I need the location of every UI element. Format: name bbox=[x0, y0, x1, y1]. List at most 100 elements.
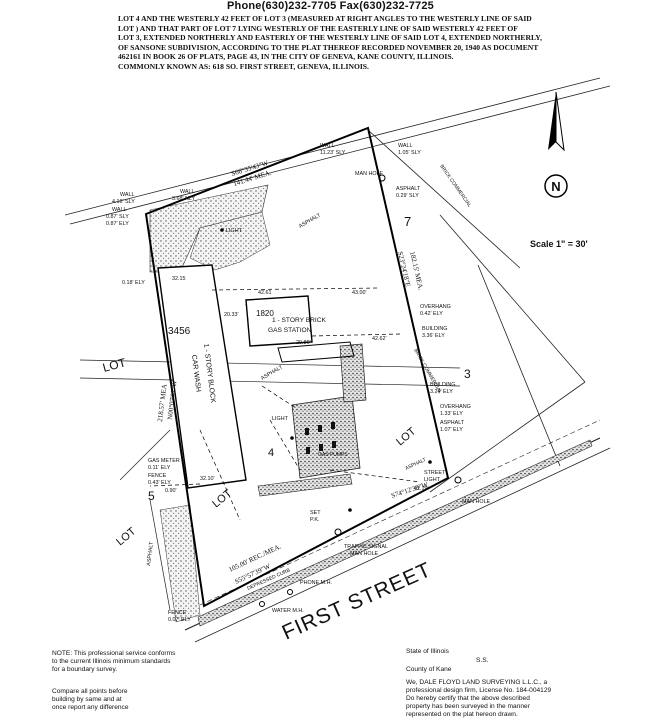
gas-pumps-label: GAS PUMPS bbox=[318, 452, 348, 458]
north-arrow-icon bbox=[544, 91, 568, 198]
dimension-label: 32.10' bbox=[200, 476, 215, 482]
wall-west-note: 0.18' ELY bbox=[122, 280, 145, 286]
car-wash-building bbox=[157, 264, 247, 489]
overhang-note: 1.33' ELY bbox=[440, 411, 463, 417]
fence-note: 0.07' ELY bbox=[168, 617, 191, 623]
dimension-label: 42.62' bbox=[372, 336, 387, 342]
certificate-body: We, DALE FLOYD LAND SURVEYING L.L.C., a … bbox=[406, 679, 551, 719]
note-line: NOTE: This professional service conforms bbox=[52, 650, 176, 657]
set-pk-label: P.K. bbox=[310, 517, 320, 523]
property-boundary bbox=[144, 126, 450, 608]
lot-label: LOT bbox=[114, 525, 138, 548]
car-wash-label: CAR WASH bbox=[190, 354, 202, 392]
certificate-line: property has been surveyed in the manner bbox=[406, 703, 530, 710]
building-label: BUILDING bbox=[422, 326, 447, 332]
phone-mh-label: PHONE M.H. bbox=[300, 580, 332, 586]
light-label: LIGHT bbox=[272, 416, 289, 422]
concrete-pad-pumps bbox=[291, 395, 361, 479]
legal-line: LOT 3, EXTENDED NORTHERLY AND EASTERLY O… bbox=[118, 33, 542, 43]
wall-note: 0.87' SLY bbox=[106, 214, 129, 220]
dimension-label: 0.90' bbox=[165, 488, 177, 494]
compare-note: Compare all points before building by sa… bbox=[52, 688, 129, 712]
dimension-label: 43.00' bbox=[352, 290, 367, 296]
legal-line: COMMONLY KNOWN AS: 618 SO. FIRST STREET,… bbox=[118, 61, 369, 71]
traffic-signal-label: TRAFFIC SIGNAL bbox=[344, 544, 388, 550]
dimension-label: 32.15 bbox=[172, 276, 186, 282]
wall-note: 11.23' SLY bbox=[320, 150, 346, 156]
light-label: LIGHT bbox=[226, 228, 243, 234]
gas-meter-label: GAS METER bbox=[148, 458, 180, 464]
contact-phone-fax: Phone(630)232-7705 Fax(630)232-7725 bbox=[227, 0, 434, 12]
ss-label: S.S. bbox=[476, 657, 489, 664]
professional-note: NOTE: This professional service conforms… bbox=[52, 650, 175, 674]
sw-asphalt bbox=[159, 504, 201, 623]
gas-station-canopy bbox=[277, 341, 355, 363]
dimension-label: 29.86' bbox=[296, 340, 311, 346]
wall-note: 0.87' ELY bbox=[106, 221, 129, 227]
dimension-label: 20.33' bbox=[224, 312, 239, 318]
building-label: BUILDING bbox=[430, 382, 455, 388]
gas-station-number: 1820 bbox=[256, 309, 274, 318]
island bbox=[339, 343, 367, 403]
asphalt-label: ASPHALT bbox=[298, 212, 323, 230]
overhang-label: OVERHANG bbox=[420, 304, 451, 310]
wall-note: 3.68' NLY bbox=[172, 196, 196, 202]
legal-line: LOT 4 AND THE WESTERLY 42 FEET OF LOT 3 … bbox=[118, 14, 532, 23]
asphalt-note: 0.29' SLY bbox=[396, 193, 419, 199]
legal-description: LOT 4 AND THE WESTERLY 42 FEET OF LOT 3 … bbox=[118, 14, 548, 72]
street-light-label: LIGHT bbox=[424, 477, 441, 483]
lot-5-number: 5 bbox=[148, 489, 155, 503]
fence-note: 0.43' ELY bbox=[148, 480, 171, 486]
lot-label: LOT bbox=[101, 355, 128, 375]
wall-label: WALL bbox=[180, 189, 194, 195]
lot-7-number: 7 bbox=[404, 214, 411, 229]
curb-strip bbox=[197, 439, 593, 627]
wall-label: WALL bbox=[398, 143, 412, 149]
asphalt-area-northeast bbox=[189, 211, 271, 271]
lot-4-number: 4 bbox=[268, 447, 274, 459]
lot-3-number: 3 bbox=[464, 367, 471, 381]
man-hole-markers bbox=[259, 174, 462, 607]
note-line: once report any difference bbox=[52, 704, 129, 711]
wall-note: 1.05' SLY bbox=[398, 150, 421, 156]
wall-label: WALL bbox=[112, 207, 126, 213]
legal-line: 462161 IN BOOK 26 OF PLATS, PAGE 43, IN … bbox=[118, 52, 454, 62]
fence-label: FENCE bbox=[148, 473, 167, 479]
overhang-note: 0.42' ELY bbox=[420, 311, 443, 317]
set-pk-label: SET bbox=[310, 510, 321, 516]
note-line: to the current Illinois minimum standard… bbox=[52, 658, 171, 665]
gas-station-label: GAS STATION bbox=[268, 327, 312, 334]
man-hole-label: MAN HOLE bbox=[355, 171, 384, 177]
dimension-label: 42.19' bbox=[414, 486, 429, 492]
gas-pumps bbox=[305, 422, 336, 454]
street-light-label: STREET bbox=[424, 470, 446, 476]
car-wash-number: 3456 bbox=[168, 326, 191, 337]
compass-letter: N bbox=[551, 179, 560, 194]
water-mh-label: WATER M.H. bbox=[272, 608, 304, 614]
wall-note: 4.16' SLY bbox=[112, 199, 135, 205]
dimension-lines bbox=[149, 287, 421, 521]
brick-commercial-label: BRICK COMMERCIAL bbox=[438, 164, 472, 209]
gas-station-building bbox=[245, 295, 313, 347]
wall-label: WALL bbox=[120, 192, 134, 198]
asphalt-label: ASPHALT bbox=[440, 420, 465, 426]
note-line: Compare all points before bbox=[52, 688, 128, 695]
asphalt-label: ASPHALT bbox=[260, 364, 285, 382]
building-note: 3.24' ELY bbox=[430, 389, 453, 395]
building-note: 3.36' ELY bbox=[422, 333, 445, 339]
note-line: for a boundary survey. bbox=[52, 666, 118, 673]
light-markers bbox=[220, 228, 432, 512]
certificate-line: represented on the plat hereon drawn. bbox=[406, 711, 518, 718]
legal-line: LOT ) AND THAT PART OF LOT 7 LYING WESTE… bbox=[118, 23, 518, 33]
legal-line: OF SANSONE SUBDIVISION, ACCORDING TO THE… bbox=[118, 42, 539, 52]
scale-label: Scale 1" = 30' bbox=[530, 239, 588, 249]
asphalt-label: ASPHALT bbox=[396, 186, 421, 192]
man-hole-label: MAN HOLE bbox=[462, 499, 491, 505]
fence-label: FENCE bbox=[168, 610, 187, 616]
lot-label: LOT bbox=[394, 425, 418, 448]
certificate-line: professional design firm, License No. 18… bbox=[406, 687, 552, 694]
lot-label: LOT bbox=[210, 487, 234, 510]
gas-station-label: 1 - STORY BRICK bbox=[272, 317, 326, 324]
certificate-line: We, DALE FLOYD LAND SURVEYING L.L.C., a bbox=[406, 679, 548, 686]
